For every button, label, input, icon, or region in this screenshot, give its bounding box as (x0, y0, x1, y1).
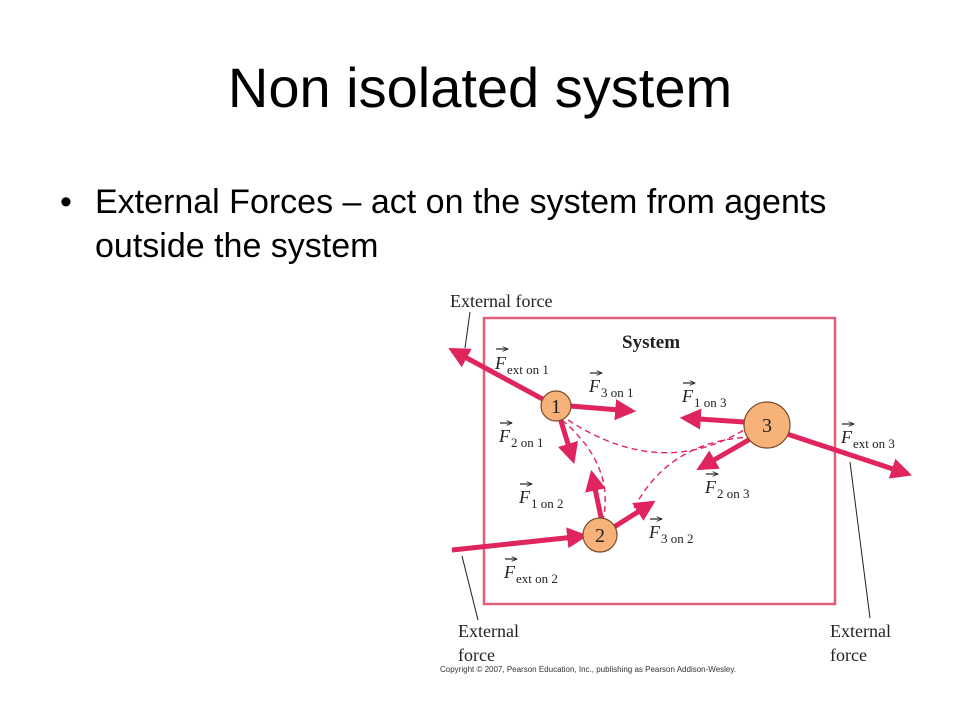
force-arrow-1-on-2 (585, 469, 606, 523)
bullet-symbol: • (60, 183, 72, 221)
svg-text:1 on 2: 1 on 2 (531, 496, 564, 511)
copyright-notice: Copyright © 2007, Pearson Education, Inc… (440, 665, 736, 674)
system-label: System (622, 332, 680, 353)
svg-text:ext on 2: ext on 2 (516, 571, 558, 586)
svg-text:3 on 2: 3 on 2 (661, 531, 694, 546)
force-arrow-1-on-3 (679, 408, 745, 430)
force-arrow-ext-on-2 (451, 527, 589, 553)
force-arrow-2-on-1 (557, 417, 579, 465)
force-arrow-ext-on-1 (448, 347, 550, 405)
svg-text:F: F (518, 487, 531, 507)
svg-text:1 on 3: 1 on 3 (694, 395, 727, 410)
svg-text:force: force (458, 645, 495, 665)
svg-text:External: External (458, 621, 519, 641)
svg-text:F: F (840, 427, 853, 447)
svg-text:F: F (588, 376, 601, 396)
force-label-2-on-1: F 2 on 1 (498, 423, 544, 450)
svg-text:ext on 1: ext on 1 (507, 362, 549, 377)
system-boundary (482, 316, 837, 606)
particle-2: 2 (582, 517, 618, 553)
force-arrow-ext-on-3 (783, 430, 912, 479)
callout-external-force-bottom-left: External force (458, 555, 519, 665)
particle-3: 3 (743, 401, 791, 449)
svg-text:2: 2 (595, 525, 605, 547)
svg-text:2 on 3: 2 on 3 (717, 486, 750, 501)
svg-text:force: force (830, 645, 867, 665)
force-label-3-on-2: F 3 on 2 (648, 519, 694, 546)
svg-text:1: 1 (551, 396, 561, 418)
force-arrow-2-on-3 (696, 435, 754, 471)
svg-text:2 on 1: 2 on 1 (511, 435, 544, 450)
svg-text:F: F (681, 386, 694, 406)
svg-text:3 on 1: 3 on 1 (601, 385, 634, 400)
callout-external-force-top: External force (450, 291, 552, 349)
force-label-1-on-3: F 1 on 3 (681, 383, 727, 410)
interaction-curve-1-2 (561, 419, 606, 521)
svg-text:F: F (498, 426, 511, 446)
force-arrow-3-on-1 (569, 399, 637, 421)
svg-text:External force: External force (450, 291, 552, 311)
force-label-3-on-1: F 3 on 1 (588, 373, 634, 400)
svg-text:F: F (494, 353, 507, 373)
force-label-1-on-2: F 1 on 2 (518, 484, 564, 511)
svg-text:External: External (830, 621, 891, 641)
interaction-curve-2-3 (633, 436, 753, 509)
force-label-ext-on-2: F ext on 2 (503, 559, 558, 586)
slide-title: Non isolated system (227, 56, 733, 119)
bullet-text: External Forces – act on the system from… (95, 183, 827, 265)
particle-1: 1 (540, 390, 572, 422)
svg-text:F: F (503, 562, 516, 582)
force-arrow-3-on-2 (612, 500, 656, 530)
svg-text:F: F (704, 477, 717, 497)
interaction-curve-1-3 (567, 419, 745, 454)
force-label-ext-on-1: F ext on 1 (494, 349, 549, 377)
svg-text:F: F (648, 522, 661, 542)
callout-external-force-bottom-right: External force (830, 461, 891, 665)
force-label-2-on-3: F 2 on 3 (704, 474, 750, 501)
svg-text:3: 3 (762, 415, 772, 437)
svg-text:ext on 3: ext on 3 (853, 436, 895, 451)
force-label-ext-on-3: F ext on 3 (840, 424, 895, 451)
